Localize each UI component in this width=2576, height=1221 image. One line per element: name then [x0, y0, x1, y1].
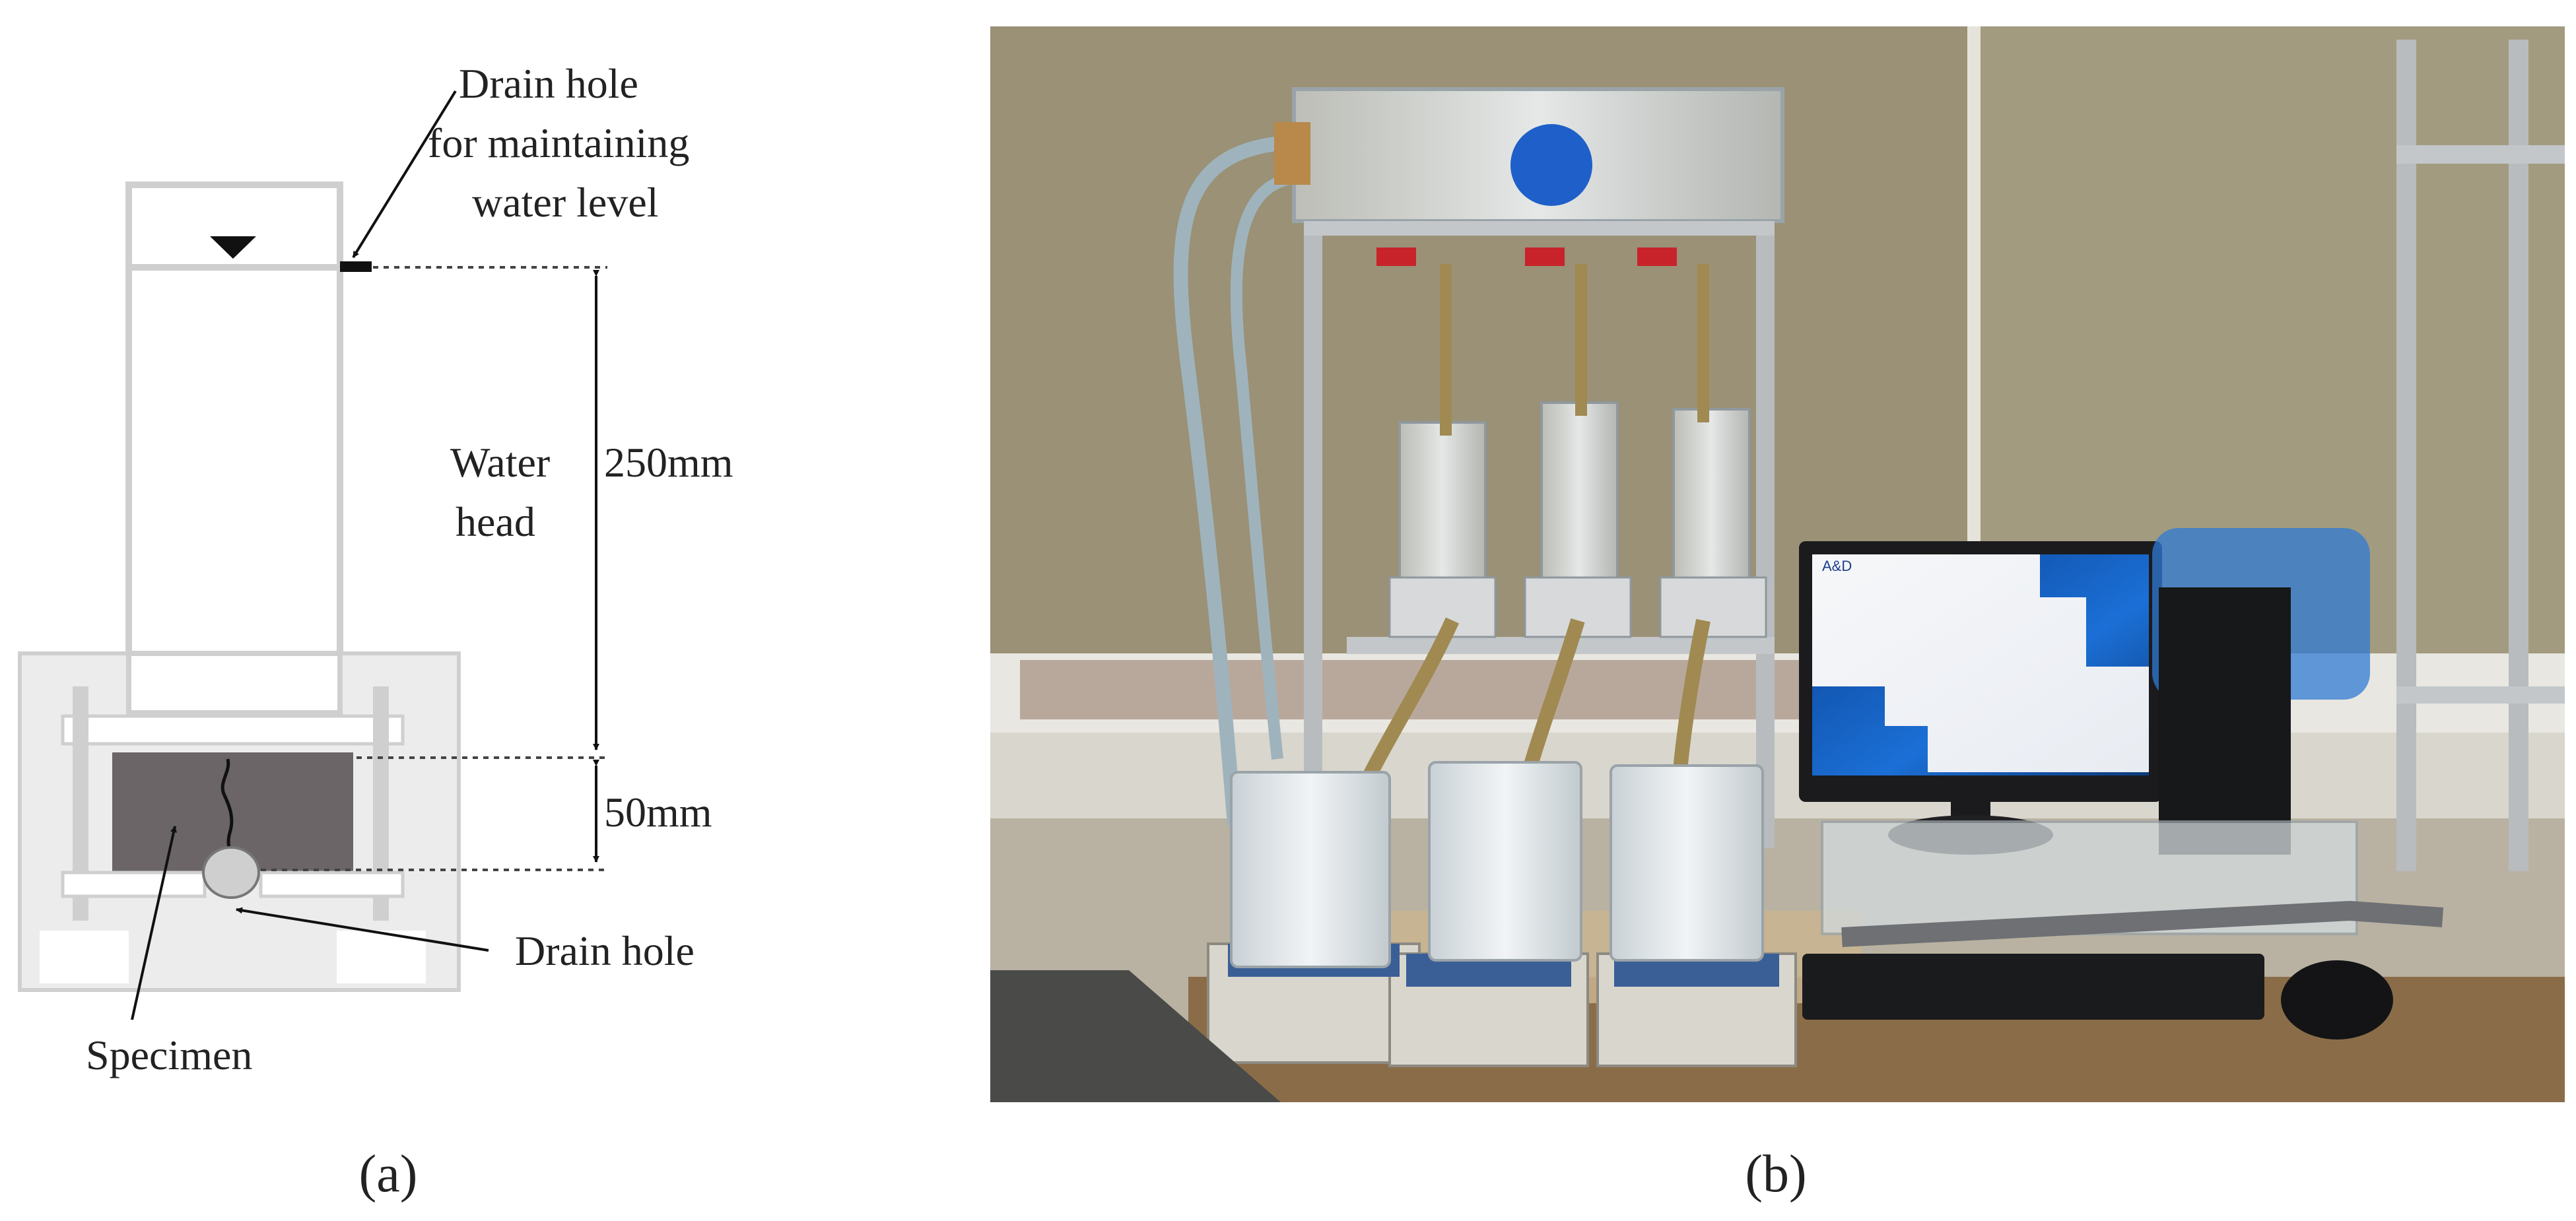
- valve-2: [1525, 248, 1565, 266]
- specimen-leader: [131, 826, 177, 1020]
- beaker-1: [1230, 771, 1391, 968]
- label-250mm: 250mm: [604, 439, 733, 486]
- valve-3: [1637, 248, 1677, 266]
- label-specimen: Specimen: [86, 1032, 252, 1078]
- panel-a-schematic: Drain hole for maintaining water level W…: [18, 60, 733, 1203]
- mouse: [2281, 960, 2393, 1040]
- label-drain-hole-bottom: Drain hole: [515, 927, 695, 974]
- panel-b-photo: A&D (b): [990, 26, 2565, 1203]
- screen-window: [1812, 554, 2149, 772]
- hose-fitting: [1274, 122, 1310, 185]
- upper-column-inside-base: [126, 651, 343, 715]
- right-frame-top: [2396, 145, 2565, 164]
- label-50mm: 50mm: [604, 789, 712, 836]
- bottom-drain-leader: [236, 907, 489, 952]
- monitor-logo: A&D: [1822, 558, 1852, 574]
- foreground-shadow: [990, 970, 1281, 1102]
- caption-b: (b): [1745, 1145, 1806, 1203]
- label-drain-hole-top-3: water level: [472, 179, 659, 226]
- cylinder-2: [1540, 401, 1619, 602]
- foot-right: [337, 931, 426, 983]
- keyboard: [1802, 954, 2264, 1020]
- upper-plate: [61, 714, 405, 746]
- foot-left: [40, 931, 129, 983]
- label-water-head-1: Water: [450, 439, 550, 486]
- permeability-rack: [1173, 87, 1784, 848]
- lower-plate-left: [61, 871, 207, 898]
- cylinder-3: [1672, 408, 1751, 602]
- blue-float-ball: [1510, 124, 1592, 206]
- right-frame-post-1: [2396, 40, 2416, 871]
- valve-1: [1376, 248, 1416, 266]
- label-drain-hole-top-1: Drain hole: [459, 60, 638, 107]
- rack-post-right: [1756, 221, 1775, 848]
- supply-hose-1: [1173, 135, 1301, 826]
- top-drain-hole: [340, 261, 372, 272]
- right-frame-post-2: [2509, 40, 2528, 871]
- beaker-2: [1428, 761, 1582, 962]
- caption-a: (a): [359, 1145, 418, 1203]
- right-frame: [2396, 40, 2565, 871]
- rack-shelf-top: [1304, 221, 1775, 236]
- pc-tower-front: [2159, 587, 2291, 855]
- cell-base-3: [1659, 576, 1767, 638]
- top-drain-leader: [352, 90, 457, 259]
- beaker-3: [1610, 764, 1764, 962]
- supply-hose-2: [1230, 172, 1295, 760]
- right-frame-mid: [2396, 686, 2565, 704]
- cylinder-1: [1398, 421, 1487, 602]
- computer: A&D: [1799, 528, 2444, 1040]
- water-level-marker: [210, 236, 256, 259]
- balances: [1207, 761, 1797, 1067]
- metal-pipe: [1841, 900, 2444, 947]
- rack-post-left: [1304, 221, 1322, 848]
- water-column: [125, 182, 343, 729]
- lower-plate-right: [259, 871, 405, 898]
- label-drain-hole-top-2: for maintaining: [428, 119, 689, 166]
- label-water-head-2: head: [456, 498, 535, 545]
- bottom-drain-hole: [202, 846, 260, 899]
